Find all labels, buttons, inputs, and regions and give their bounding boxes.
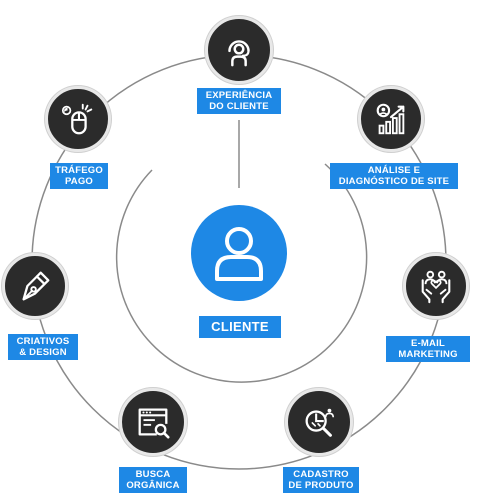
label-line: MARKETING: [398, 349, 458, 360]
label-line: ORGÂNICA: [126, 480, 180, 491]
node-criativos: [2, 253, 68, 319]
headset-agent-icon: [228, 40, 250, 67]
node-cadastro: [285, 388, 353, 456]
growth-chart-icon: [376, 103, 405, 135]
mouse-click-icon: [61, 103, 93, 135]
label-busca: BUSCA ORGÂNICA: [119, 467, 187, 493]
node-analise: [358, 86, 424, 152]
label-cadastro: CADASTRO DE PRODUTO: [283, 467, 359, 493]
pen-nib-icon: [22, 271, 50, 301]
label-line: E-MAIL: [411, 338, 445, 349]
label-line: CRIATIVOS: [16, 336, 70, 347]
client-circle: [191, 205, 287, 301]
search-analytics-icon: [305, 408, 335, 437]
label-line: PAGO: [64, 176, 94, 187]
label-line: DO CLIENTE: [209, 101, 269, 112]
browser-search-icon: [138, 408, 170, 439]
label-criativos: CRIATIVOS & DESIGN: [8, 334, 78, 360]
label-line: ANÁLISE E: [367, 165, 421, 176]
node-email: [403, 253, 469, 319]
label-trafego: TRÁFEGO PAGO: [50, 163, 108, 189]
label-line: CADASTRO: [293, 469, 349, 480]
label-experiencia: EXPERIÊNCIA DO CLIENTE: [197, 88, 281, 114]
node-busca: [119, 388, 187, 456]
label-line: TRÁFEGO: [55, 165, 103, 176]
label-line: DIAGNÓSTICO DE SITE: [338, 176, 450, 187]
inner-arc: [115, 163, 368, 383]
client-label: CLIENTE: [199, 316, 281, 338]
label-line: BUSCA: [135, 469, 171, 480]
node-trafego: [45, 86, 111, 152]
label-line: DE PRODUTO: [288, 480, 354, 491]
people-hands-icon: [421, 270, 451, 304]
label-line: EXPERIÊNCIA: [205, 90, 273, 101]
user-icon: [215, 227, 263, 281]
label-email: E-MAIL MARKETING: [386, 336, 470, 362]
label-line: & DESIGN: [19, 347, 67, 358]
label-analise: ANÁLISE E DIAGNÓSTICO DE SITE: [330, 163, 458, 189]
node-experiencia: [205, 16, 273, 84]
